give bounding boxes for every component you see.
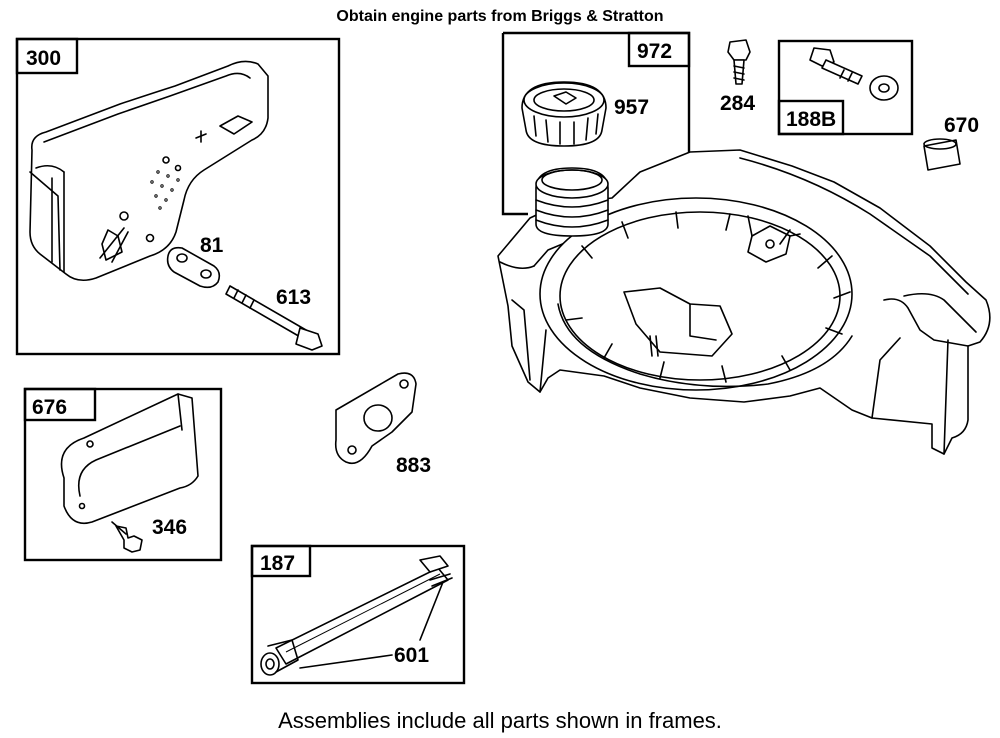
- frame-676-tab: [23, 387, 97, 422]
- frame-187-tab: [250, 544, 312, 578]
- frame-676: 676: [23, 387, 223, 562]
- frame-188b-tab: [777, 99, 845, 136]
- frame-188b-box: [777, 39, 914, 136]
- fuel-hose: 601: [260, 555, 453, 676]
- fuel-cap-957: 957: [521, 81, 649, 147]
- part-670-label: 670: [944, 114, 979, 137]
- part-613-label: 613: [276, 286, 311, 309]
- bolt-188b: [809, 47, 899, 101]
- muffler: [29, 60, 269, 282]
- frame-187-box: [250, 544, 466, 685]
- frame-972-box-left: [501, 33, 528, 216]
- bolt-613: 613: [225, 285, 323, 351]
- part-883-label: 883: [396, 454, 431, 477]
- frame-188b-label: 188B: [786, 108, 836, 131]
- bolt-284: 284: [720, 39, 755, 115]
- frame-300: 300: [15, 37, 341, 356]
- fuel-tank: [497, 149, 991, 455]
- spacer-670: 670: [923, 114, 979, 171]
- part-601-label: 601: [394, 644, 429, 667]
- part-284-label: 284: [720, 92, 755, 115]
- part-346-label: 346: [152, 516, 187, 539]
- frame-300-tab: [15, 37, 79, 75]
- frame-972: 972: [501, 31, 691, 216]
- frame-300-box: [15, 37, 341, 356]
- frame-972-label: 972: [637, 40, 672, 63]
- frame-972-tab: [627, 31, 691, 68]
- frame-187-label: 187: [260, 552, 295, 575]
- frame-676-box: [23, 387, 223, 562]
- gasket-883: 883: [334, 372, 431, 477]
- muffler-guard: [60, 393, 199, 525]
- screw-346: 346: [111, 516, 187, 553]
- footer-note: Assemblies include all parts shown in fr…: [278, 708, 722, 733]
- frame-187: 187: [250, 544, 466, 685]
- part-81-label: 81: [200, 234, 224, 257]
- frame-676-label: 676: [32, 396, 67, 419]
- washer-81: 81: [166, 234, 224, 289]
- header-note: Obtain engine parts from Briggs & Stratt…: [336, 8, 664, 25]
- part-957-label: 957: [614, 96, 649, 119]
- frame-188b: 188B: [777, 39, 914, 136]
- frame-300-label: 300: [26, 47, 61, 70]
